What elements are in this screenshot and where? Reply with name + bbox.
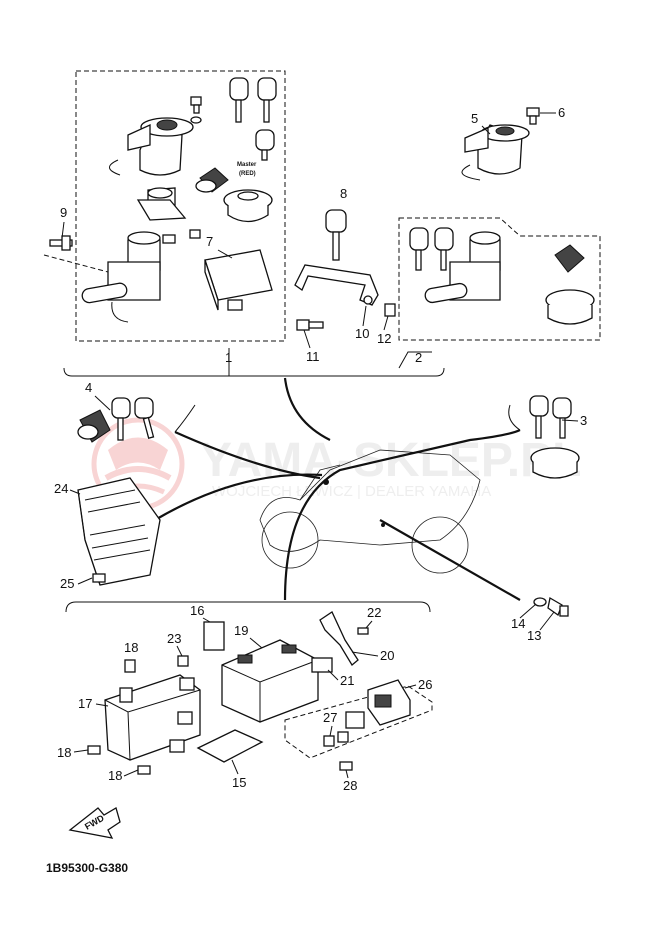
wire-to-sensor [379,519,521,601]
callout-5: 5 [471,111,478,126]
rubber-sheet [196,729,264,763]
bolt-icon [87,745,101,755]
callout-20: 20 [380,648,394,663]
callout-3: 3 [580,413,587,428]
callout-11: 11 [306,349,320,364]
master-key-icon [255,129,275,161]
bolt-icon [137,765,151,775]
bottom-bracket [65,601,431,613]
callouts: 9 7 5 6 10 11 12 2 4 3 24 25 14 13 16 19… [54,105,587,793]
fuel-cap [223,189,273,223]
key-icon [229,77,249,123]
callout-14: 14 [511,616,525,631]
callout-17: 17 [78,696,92,711]
callout-4: 4 [85,380,92,395]
callout-12: 12 [377,331,391,346]
key-icon [409,227,429,271]
callout-18-mid: 18 [57,745,71,760]
bolt-icon [124,659,136,673]
screw-icon [357,627,369,635]
motorcycle-outline [259,449,481,574]
main-switch-upper [461,124,530,181]
callout-25: 25 [60,576,74,591]
callout-2: 2 [415,350,422,365]
key-icon [529,395,549,439]
key-icon [257,77,277,123]
key-set-4 [77,397,196,443]
callout-18-bottom: 18 [108,768,122,783]
callout-8: 8 [340,186,347,201]
bolt-icon [49,235,73,251]
callout-6: 6 [558,105,565,120]
key-icon [434,227,454,271]
battery-box [104,674,201,761]
key-set-3 [508,395,580,479]
screw-top [190,96,202,124]
callout-19: 19 [234,623,248,638]
group-26-28 [284,679,433,771]
main-switch-upper [109,117,194,176]
fuse-cover [203,621,225,651]
nut-icon [162,229,201,244]
bolt-icon [384,303,396,317]
group-2-main-switch-set [398,217,601,341]
bolt-icon [339,761,353,771]
callout-16: 16 [190,603,204,618]
callout-13: 13 [527,628,541,643]
bolt-icon [92,573,106,583]
wire-to-rectifier [154,473,323,521]
stay-bracket [294,264,379,306]
lock-bracket [136,187,187,221]
control-unit [204,249,273,311]
callout-15: 15 [232,775,246,790]
seat-lock-cylinder [554,244,585,273]
battery [221,639,319,723]
callout-10: 10 [355,326,369,341]
watermark-subtitle: WOJCIECH ŁEWICZ | DEALER YAMAHA [212,483,491,500]
callout-21: 21 [340,673,354,688]
fuel-cap [530,447,580,479]
diagram-code: 1B95300-G380 [46,861,128,875]
battery-band [319,611,359,666]
main-switch-lower [424,231,501,304]
wire-to-group1 [283,377,331,441]
red-label: (RED) [239,171,256,177]
key-blank [325,209,347,261]
fwd-arrow-icon [68,807,121,839]
group-1-box [75,70,286,342]
key-icon [134,397,155,439]
group-1-main-switch-set: Master (RED) [43,70,286,342]
callout-28: 28 [343,778,357,793]
callout-9: 9 [60,205,67,220]
group-2-bracket [398,351,432,369]
fuse-icon [323,731,349,747]
clip-icon [177,655,189,667]
callout-23: 23 [167,631,181,646]
relay [345,711,365,729]
seat-lock-cylinder [195,167,229,193]
callout-18-top: 18 [124,640,138,655]
lock-cylinder-icon [77,409,111,443]
callout-27: 27 [323,710,337,725]
key-icon [552,397,572,439]
callout-7: 7 [206,234,213,249]
main-switch-lower [81,231,161,323]
rectifier-regulator [77,477,161,586]
battery-pad [311,657,333,673]
callout-24: 24 [54,481,68,496]
screw-icon [526,107,540,125]
wire-to-group3 [283,428,521,601]
callout-26: 26 [418,677,432,692]
fuel-cap [545,289,595,325]
master-label: Master [237,162,257,168]
group-1-bracket [63,367,445,377]
sensor-switch [533,596,569,617]
bolt-icon [296,319,324,331]
relay-cover [367,679,411,726]
callout-22: 22 [367,605,381,620]
wire-to-key4 [174,430,321,480]
connector-dot-icon [323,479,385,527]
key-icon [111,397,131,441]
